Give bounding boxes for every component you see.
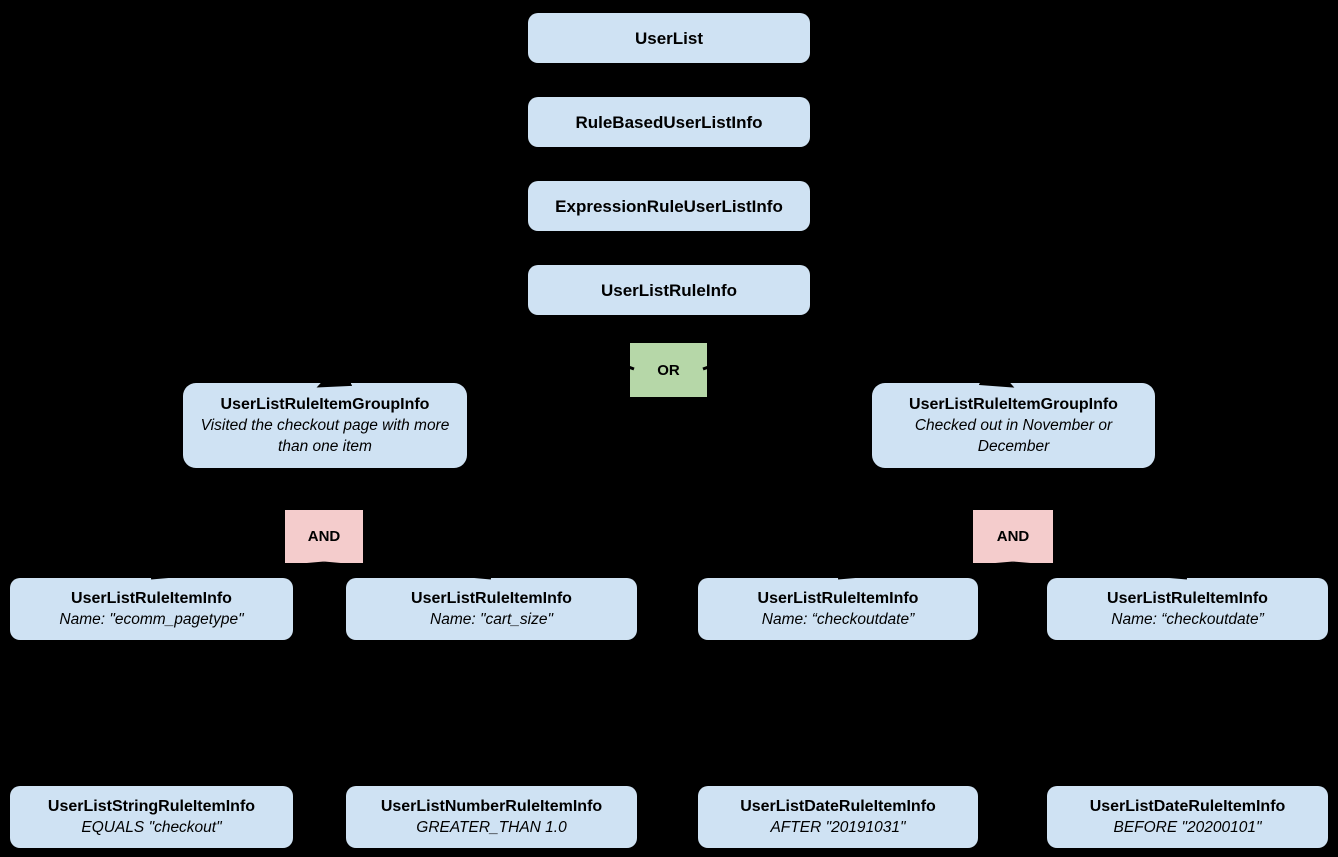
wire-right-and-to-item4 [1012, 561, 1188, 580]
rule-item-3-title: UserListRuleItemInfo [757, 590, 919, 607]
rule-item-3-subtitle: Name: “checkoutdate” [761, 611, 915, 628]
leaf-3-subtitle: AFTER "20191031" [770, 819, 906, 836]
and-operator-node-right: AND [973, 510, 1053, 563]
wire-or-to-right-group [702, 344, 1015, 388]
leaf-node-date-rule-before: UserListDateRuleItemInfo BEFORE "2020010… [1047, 786, 1328, 848]
node-userlist-label: UserList [634, 28, 704, 48]
wire-or-to-left-group [316, 344, 635, 388]
rule-item-node-1: UserListRuleItemInfo Name: "ecomm_pagety… [10, 578, 293, 640]
rule-item-node-2: UserListRuleItemInfo Name: "cart_size" [346, 578, 637, 640]
rule-item-2-title: UserListRuleItemInfo [411, 590, 572, 607]
leaf-2-subtitle: GREATER_THAN 1.0 [416, 819, 567, 836]
rule-item-node-4: UserListRuleItemInfo Name: “checkoutdate… [1047, 578, 1328, 640]
leaf-4-title: UserListDateRuleItemInfo [1089, 798, 1286, 815]
rule-item-1-title: UserListRuleItemInfo [71, 590, 232, 607]
and-operator-left-label: AND [307, 528, 341, 545]
or-operator-label: OR [657, 361, 680, 379]
node-userlistruleinfo-label: UserListRuleInfo [600, 280, 738, 300]
node-rulebaseduserlistinfo: RuleBasedUserListInfo [528, 97, 810, 147]
leaf-4-subtitle: BEFORE "20200101" [1113, 819, 1262, 836]
node-expressionruleuserlistinfo-label: ExpressionRuleUserListInfo [555, 196, 783, 216]
group-right-title: UserListRuleItemGroupInfo [909, 396, 1118, 413]
group-right-subtitle: Checked out in November or December [914, 417, 1113, 455]
wire-left-and-to-item1 [150, 561, 325, 580]
leaf-node-number-rule: UserListNumberRuleItemInfo GREATER_THAN … [346, 786, 637, 848]
group-left-subtitle: Visited the checkout page with more than… [200, 417, 450, 455]
node-rulebaseduserlistinfo-label: RuleBasedUserListInfo [575, 112, 763, 132]
or-operator-node: OR [630, 343, 707, 397]
group-left-title: UserListRuleItemGroupInfo [220, 396, 430, 413]
rule-item-4-subtitle: Name: “checkoutdate” [1111, 611, 1264, 628]
leaf-2-title: UserListNumberRuleItemInfo [380, 798, 603, 815]
rule-item-1-subtitle: Name: "ecomm_pagetype" [59, 611, 244, 628]
and-operator-right-label: AND [996, 528, 1030, 545]
node-userlist: UserList [528, 13, 810, 63]
leaf-3-title: UserListDateRuleItemInfo [740, 798, 936, 815]
leaf-1-subtitle: EQUALS "checkout" [81, 819, 222, 836]
wire-right-and-to-item3 [837, 561, 1014, 580]
rule-item-2-subtitle: Name: "cart_size" [430, 611, 553, 628]
leaf-node-date-rule-after: UserListDateRuleItemInfo AFTER "20191031… [698, 786, 978, 848]
wire-left-and-to-item2 [323, 561, 492, 580]
node-userlistruleinfo: UserListRuleInfo [528, 265, 810, 315]
rule-item-4-title: UserListRuleItemInfo [1107, 590, 1268, 607]
rule-item-node-3: UserListRuleItemInfo Name: “checkoutdate… [698, 578, 978, 640]
leaf-1-title: UserListStringRuleItemInfo [47, 798, 256, 815]
and-operator-node-left: AND [285, 510, 363, 563]
group-node-right: UserListRuleItemGroupInfo Checked out in… [872, 383, 1155, 468]
leaf-node-string-rule: UserListStringRuleItemInfo EQUALS "check… [10, 786, 293, 848]
node-expressionruleuserlistinfo: ExpressionRuleUserListInfo [528, 181, 810, 231]
group-node-left: UserListRuleItemGroupInfo Visited the ch… [183, 383, 467, 468]
